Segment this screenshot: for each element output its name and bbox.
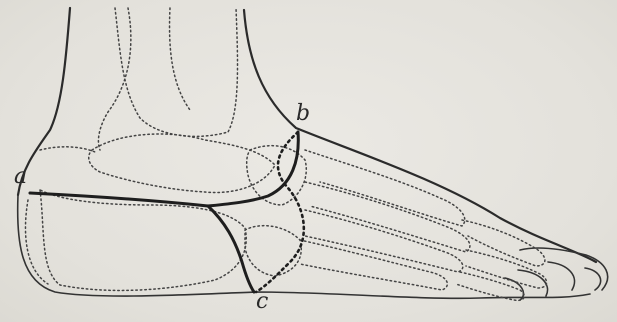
point-label-a: a: [14, 166, 27, 188]
point-label-b: b: [296, 103, 310, 125]
incision-b-to-junction: [208, 132, 298, 206]
sole-outline: [18, 195, 590, 298]
phalanges-2: [466, 250, 547, 288]
fibula-bone: [98, 8, 190, 150]
tibia-bone: [115, 8, 238, 136]
phalanges-3: [456, 272, 524, 300]
metatarsal-4: [300, 240, 447, 290]
point-label-c: c: [256, 291, 268, 313]
toes-outline: [505, 248, 608, 300]
cuboid-bone: [245, 226, 301, 276]
incision-junction-to-c: [208, 206, 254, 292]
ankle-contour: [40, 147, 95, 152]
phalanges-1: [462, 220, 545, 266]
incision-a-line: [30, 193, 208, 206]
